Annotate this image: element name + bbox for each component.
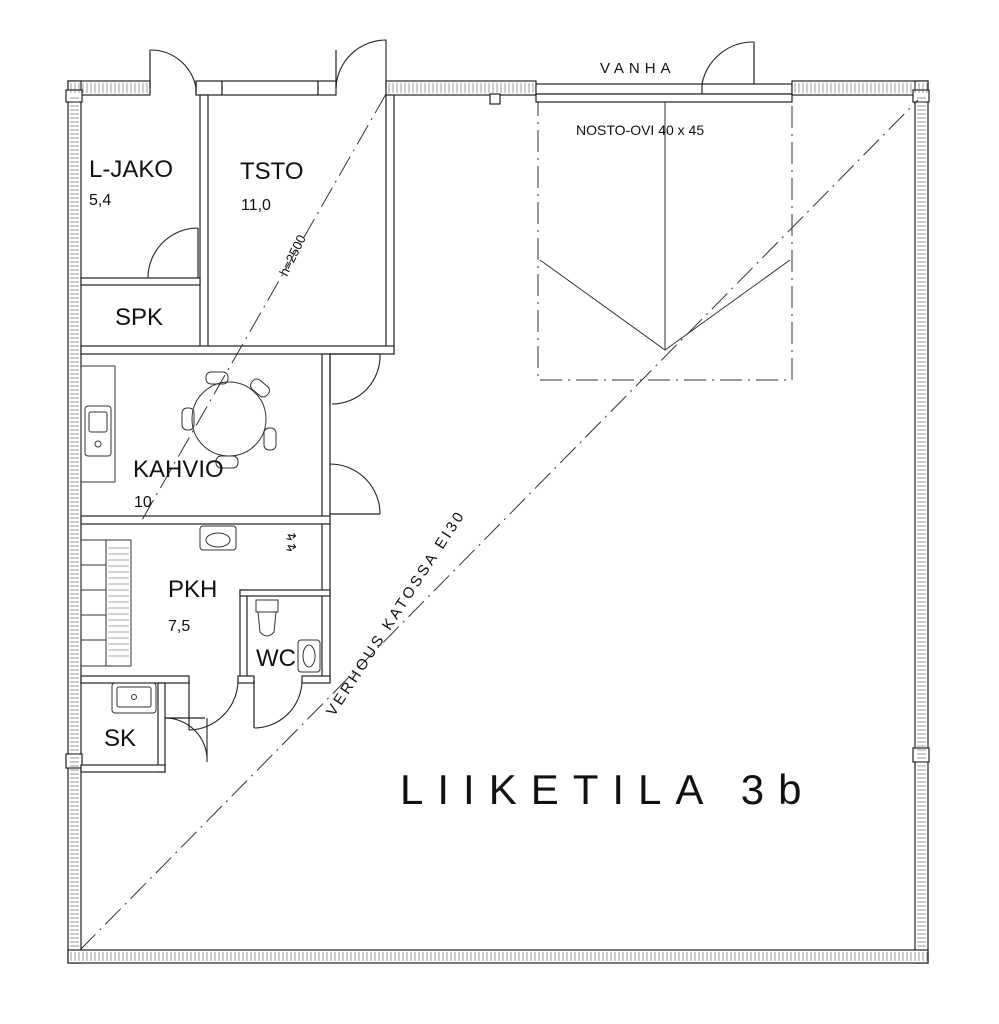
wall-sk-bottom (80, 764, 166, 773)
kitchen-drain (94, 440, 102, 448)
chair-icon (181, 407, 195, 431)
wall-top-5 (791, 80, 929, 96)
door-wc-arc (253, 679, 303, 729)
ceiling-note: VERHOUS KATOSSA EI30 (323, 507, 469, 719)
bench-slats (108, 547, 129, 657)
chair-icon (215, 455, 239, 469)
wall-wc-left (239, 589, 248, 681)
room-name-pkh: PKH (168, 576, 217, 603)
wall-ljako-tsto (199, 94, 209, 354)
wall-pkh-bottom-2 (237, 675, 255, 684)
lift-door-track (535, 93, 793, 103)
main-room-name: LIIKETILA 3b (400, 766, 816, 813)
dining-table (191, 381, 267, 457)
wall-kahvio-right (321, 353, 331, 523)
room-name-kahvio: KAHVIO (133, 456, 224, 483)
door-tsto-arc (331, 353, 381, 405)
wall-top-liftdoor (535, 83, 793, 95)
toilet-tank (255, 599, 279, 613)
door-ljako-arc (147, 227, 199, 279)
room-name-ljako: L-JAKO (89, 156, 173, 183)
wall-top-window (221, 80, 319, 96)
wall-hatching (70, 83, 928, 961)
door-top-1-arc (149, 49, 197, 89)
chairs (181, 371, 277, 469)
labels: VANHA NOSTO-OVI 40 x 45 L-JAKO 5,4 TSTO … (89, 60, 816, 813)
room-area-tsto: 11,0 (241, 197, 271, 214)
wc-basin-icon (297, 639, 321, 673)
room-name-tsto: TSTO (240, 158, 304, 185)
wall-top-3 (317, 80, 337, 96)
chair-icon (263, 427, 277, 451)
ceiling-line-office (141, 93, 387, 521)
room-name-sk: SK (104, 725, 136, 752)
top-wall-post (489, 93, 501, 105)
wall-top-2 (195, 80, 223, 96)
chair-icon (250, 378, 270, 398)
door-sk-arc (164, 717, 208, 763)
label-lift-door: NOSTO-OVI 40 x 45 (576, 122, 704, 138)
lift-door (535, 93, 793, 381)
room-area-kahvio: 10 (134, 494, 152, 511)
wall-pkh-right (321, 523, 331, 681)
chair-icon (205, 371, 229, 385)
room-area-pkh: 7,5 (168, 618, 190, 635)
kitchen-sink-icon (84, 405, 112, 457)
ceiling-line-main (79, 99, 919, 951)
room-area-ljako: 5,4 (89, 192, 111, 209)
room-name-wc: WC (256, 645, 296, 672)
wall-sk-right (157, 682, 166, 773)
kitchen-sink-basin (88, 411, 108, 433)
ceiling-lines (79, 93, 919, 951)
door-top-2-arc (335, 39, 387, 89)
door-pkh-arc (188, 679, 239, 731)
door-kahvio-arc (329, 463, 381, 515)
washbasin-icon (199, 525, 237, 551)
wall-kahvio-bottom (80, 515, 331, 525)
wall-ljako-bottom (80, 277, 201, 286)
wall-pkh-bottom (80, 675, 190, 684)
top-left-post (65, 89, 83, 103)
room-name-spk: SPK (115, 304, 163, 331)
door-top-3-arc (701, 41, 755, 85)
wall-tsto-right (385, 94, 395, 354)
cleaning-sink-icon (111, 682, 157, 714)
right-wall-post-top (912, 89, 930, 103)
interior-walls (80, 94, 395, 773)
doors (147, 39, 755, 763)
lift-door-outline (537, 94, 793, 381)
wall-wc-top (239, 589, 331, 597)
kitchen-counter (80, 365, 116, 483)
fixtures: ↯↯ (80, 365, 321, 714)
height-note: h=2500 (276, 232, 309, 278)
tap-symbol: ↯↯ (284, 531, 299, 553)
lift-door-chevron (539, 259, 791, 351)
toilet-icon (257, 611, 277, 637)
label-vanha: VANHA (600, 60, 676, 77)
wall-pkh-bottom-3 (301, 675, 331, 684)
